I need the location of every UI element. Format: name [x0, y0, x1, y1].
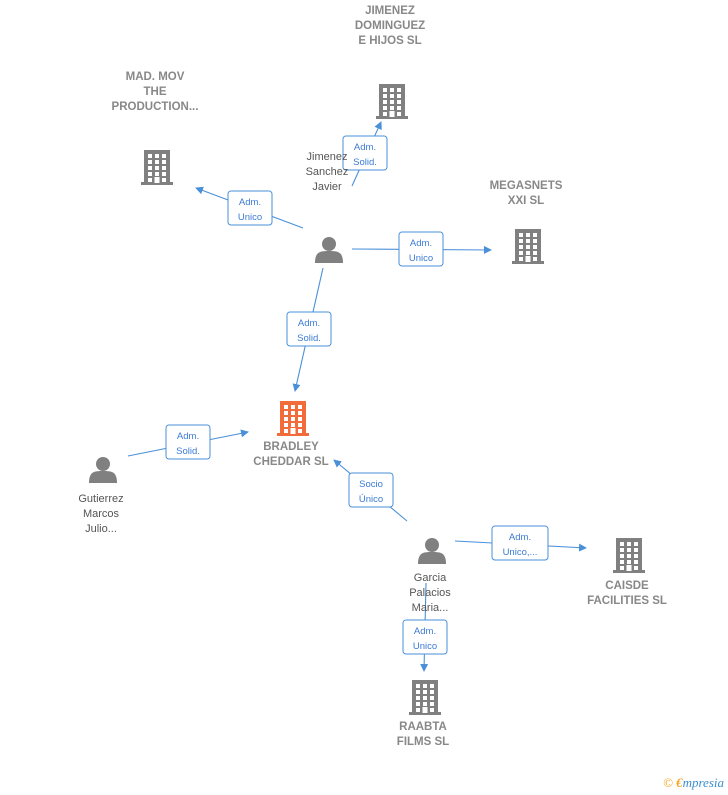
person-icon [418, 538, 446, 564]
edge-jimenez_javier-to-jimenez_hijos: Adm. Solid. [342, 121, 388, 187]
copyright-symbol: © [663, 775, 674, 790]
node-label-line: FACILITIES SL [587, 595, 667, 607]
node-label-line: BRADLEY [263, 441, 319, 453]
edge-label-box[interactable] [402, 619, 448, 655]
company-building-icon [409, 680, 441, 715]
edge-label-line: Adm. [298, 318, 320, 329]
node-label-line: RAABTA [399, 721, 447, 733]
person-icon [315, 237, 343, 263]
edge-label-line: Adm. [239, 197, 261, 208]
edge-label-box[interactable] [398, 231, 444, 267]
node-label-line: Marcos [83, 508, 120, 520]
node-label-line: Palacios [409, 587, 451, 599]
edge-label-line: Unico [238, 212, 262, 223]
node-label-line: E HIJOS SL [358, 35, 421, 47]
node-label-line: Maria... [412, 602, 449, 614]
node-label-line: JIMENEZ [365, 5, 415, 17]
node-bradley[interactable]: BRADLEY CHEDDAR SL [253, 401, 329, 468]
edge-label-box[interactable] [165, 424, 211, 460]
brand-initial: € [676, 775, 683, 790]
node-caisde[interactable]: CAISDE FACILITIES SL [587, 538, 667, 607]
edge-label-box[interactable] [342, 135, 388, 171]
node-label-line: Julio... [85, 523, 117, 535]
edge-label-box[interactable] [286, 311, 332, 347]
node-mad_mov[interactable]: MAD. MOV THE PRODUCTION... [112, 71, 199, 185]
focus-company-icon [277, 401, 309, 436]
edge-label-line: Solid. [176, 446, 200, 457]
edge-label-line: Solid. [297, 333, 321, 344]
person-icon [89, 457, 117, 483]
company-building-icon [376, 84, 408, 119]
nodes-layer: BRADLEY CHEDDAR SL JIMENEZ DOMINGUEZ E HIJOS… [78, 5, 667, 748]
company-building-icon [613, 538, 645, 573]
edge-label-line: Adm. [410, 238, 432, 249]
empresia-logo: ©€mpresia [663, 775, 724, 791]
node-garcia[interactable]: GarciaPalaciosMaria... [409, 538, 451, 614]
node-label-line: FILMS SL [397, 736, 449, 748]
node-jimenez_hijos[interactable]: JIMENEZ DOMINGUEZ E HIJOS SL [355, 5, 425, 119]
node-raabta[interactable]: RAABTA FILMS SL [397, 680, 449, 748]
edge-label-box[interactable] [227, 190, 273, 226]
edge-label-line: Socio [359, 479, 383, 490]
node-label-line: THE [144, 86, 167, 98]
edge-label-line: Único [359, 494, 383, 505]
edge-label-box[interactable] [491, 525, 549, 561]
node-label-line: MEGASNETS [490, 180, 563, 192]
node-label-line: Sanchez [306, 166, 349, 178]
edge-jimenez_javier-to-mad_mov: Adm. Unico [195, 186, 304, 229]
node-label-line: PRODUCTION... [112, 101, 199, 113]
node-label-line: Jimenez [307, 151, 348, 163]
node-label-line: CHEDDAR SL [253, 456, 328, 468]
node-label-line: MAD. MOV [126, 71, 185, 83]
node-label-line: XXI SL [508, 195, 544, 207]
company-building-icon [141, 150, 173, 185]
brand-name: mpresia [682, 775, 724, 790]
edge-jimenez_javier-to-megasnets: Adm. Unico [351, 231, 492, 267]
edge-label-line: Adm. [354, 142, 376, 153]
edge-label-line: Adm. [177, 431, 199, 442]
edges-layer: Adm.Solid.Adm.UnicoAdm.UnicoAdm.Solid.Ad… [127, 121, 587, 672]
edge-label-box[interactable] [348, 472, 394, 508]
edge-jimenez_javier-to-bradley: Adm. Solid. [286, 267, 332, 392]
company-building-icon [512, 229, 544, 264]
node-label-line: Javier [312, 181, 342, 193]
node-label-line: DOMINGUEZ [355, 20, 425, 32]
node-gutierrez[interactable]: GutierrezMarcosJulio... [78, 457, 124, 535]
edge-label-line: Adm. [414, 626, 436, 637]
node-label-line: Gutierrez [78, 493, 123, 505]
node-label-line: CAISDE [605, 580, 649, 592]
edge-label-line: Solid. [353, 157, 377, 168]
edge-label-line: Unico,... [503, 547, 538, 558]
edge-label-line: Adm. [509, 532, 531, 543]
edge-label-line: Unico [413, 641, 437, 652]
node-label-line: Garcia [414, 572, 447, 584]
edge-gutierrez-to-bradley: Adm. Solid. [127, 424, 249, 460]
node-megasnets[interactable]: MEGASNETS XXI SL [490, 180, 563, 264]
edge-garcia-to-raabta: Adm. Unico [402, 582, 448, 672]
edge-label-line: Unico [409, 253, 433, 264]
edge-garcia-to-caisde: Adm. Unico,... [454, 525, 587, 561]
